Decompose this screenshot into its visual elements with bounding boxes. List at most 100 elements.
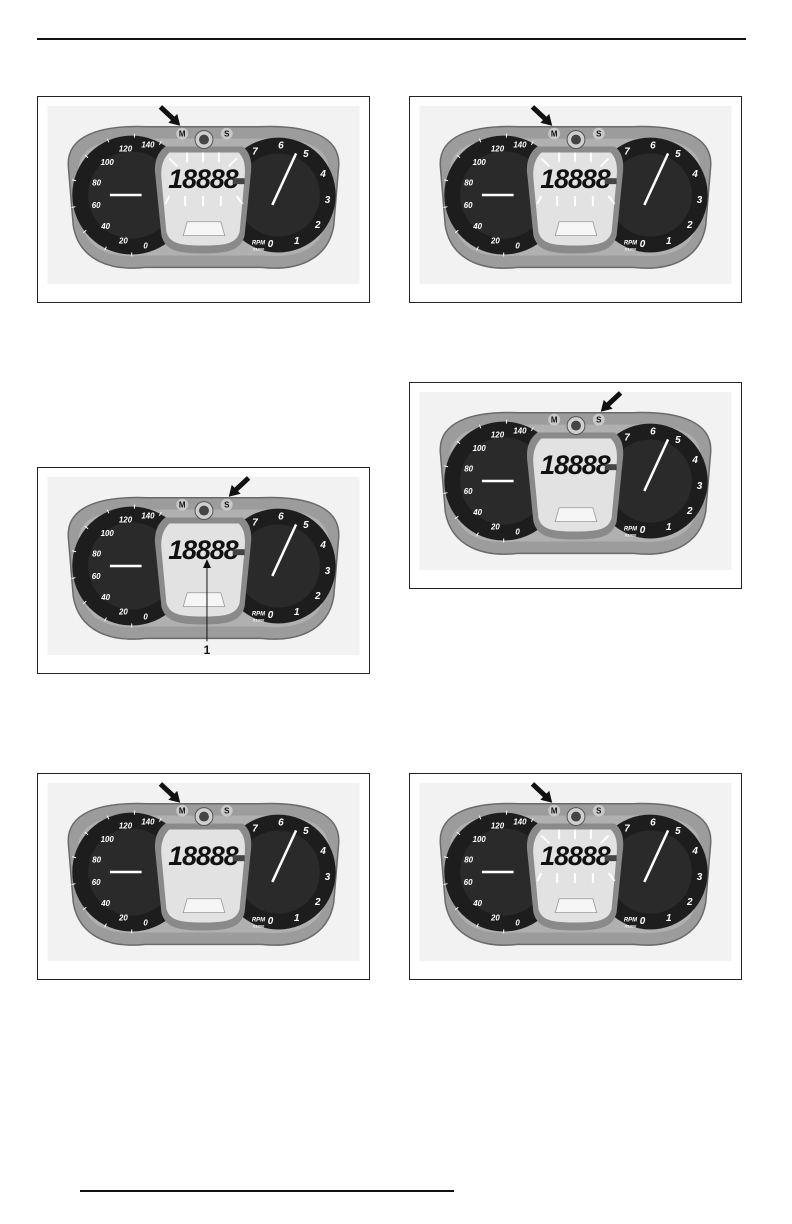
rpm-needle [643, 438, 670, 492]
mode-button [176, 804, 189, 817]
speed-tick-label: 140 [513, 818, 527, 827]
set-button [592, 127, 605, 140]
rpm-sublabel: X1000 [624, 533, 637, 538]
speed-tick-label: 80 [464, 855, 473, 864]
rpm-tick-label: 3 [325, 566, 331, 577]
speed-tick-label: 20 [490, 913, 500, 922]
mode-button [548, 127, 561, 140]
speed-tick-label: 100 [473, 158, 487, 167]
speed-tick-mark [158, 140, 162, 145]
rpm-tick-label: 7 [252, 823, 258, 834]
rpm-tick-label: 4 [691, 846, 698, 857]
rpm-tick-label: 0 [640, 916, 646, 927]
set-button-label: S [224, 130, 229, 139]
rpm-tick-label: 6 [278, 141, 284, 152]
mode-button-label: M [551, 807, 558, 816]
speed-tick-mark [104, 246, 107, 251]
figure-gauge-set-button-callout: 0204060801001201401601802000123456789RPM… [37, 467, 370, 674]
speed-tick-label: 0 [515, 241, 520, 250]
rpm-tick-label: 6 [650, 141, 656, 152]
speed-tick-label: 0 [143, 241, 148, 250]
callout-arrowhead [203, 559, 211, 569]
rpm-label: RPM [624, 241, 638, 247]
lcd-segment-line [164, 195, 171, 205]
rpm-sublabel: X1000 [252, 247, 265, 252]
rpm-label: RPM [624, 527, 638, 533]
center-logo-core [571, 420, 581, 431]
speed-tick-mark [82, 229, 87, 234]
lcd-screen [161, 829, 245, 923]
speed-tick-mark [444, 856, 449, 859]
set-button-label: S [596, 416, 601, 425]
lcd-unit-blocks [604, 178, 617, 185]
lcd-lower-tab [554, 221, 598, 237]
tachometer-face [608, 830, 692, 914]
rpm-tick-label: 5 [303, 149, 309, 160]
rpm-sublabel: X1000 [624, 247, 637, 252]
rpm-tick-label: 2 [686, 220, 693, 231]
speed-tick-mark [478, 815, 482, 820]
tachometer-face [236, 153, 320, 237]
rpm-tick-label: 4 [319, 169, 326, 180]
speed-tick-mark [72, 856, 77, 859]
mode-button-label: M [179, 130, 186, 139]
tachometer-face [236, 830, 320, 914]
speed-tick-label: 40 [100, 899, 110, 908]
speed-tick-mark [106, 815, 110, 820]
rpm-sublabel: X1000 [252, 924, 265, 929]
lcd-lower-tab [182, 592, 226, 608]
speed-tick-mark [530, 140, 534, 145]
rpm-tick-label: 7 [624, 823, 630, 834]
rpm-needle [271, 523, 298, 577]
lcd-segment-line [600, 157, 610, 168]
speed-tick-mark [106, 509, 110, 514]
speed-tick-mark [158, 511, 162, 516]
rpm-tick-label: 2 [686, 897, 693, 908]
set-button [592, 804, 605, 817]
speed-tick-mark [456, 154, 461, 159]
set-button [592, 413, 605, 426]
speed-tick-label: 60 [92, 572, 101, 581]
figure-gauge-set-button: 0204060801001201401601802000123456789RPM… [409, 382, 742, 589]
mode-button-label: M [179, 807, 186, 816]
speed-tick-mark [106, 138, 110, 143]
speed-tick-mark [84, 525, 89, 530]
rpm-tick-label: 3 [325, 195, 331, 206]
lcd-segment-line [600, 834, 610, 845]
speed-tick-mark [530, 817, 534, 822]
lcd-screen [161, 523, 245, 617]
lcd-lower-tab [554, 898, 598, 914]
speed-tick-mark [104, 923, 107, 928]
rpm-needle [643, 152, 670, 206]
speed-tick-label: 120 [119, 822, 133, 831]
figure-gauge-mode-button: 0204060801001201401601802000123456789RPM… [409, 96, 742, 303]
speed-tick-mark [454, 515, 459, 520]
rpm-tick-label: 5 [303, 826, 309, 837]
rpm-label: RPM [252, 918, 266, 924]
indicator-arrow-head [600, 399, 613, 412]
top-rule [37, 38, 746, 40]
speed-tick-mark [71, 883, 76, 885]
lcd-segment-line [168, 157, 178, 168]
rpm-tick-label: 1 [666, 913, 672, 924]
rpm-tick-label: 6 [278, 512, 284, 523]
figure-gauge-mode-button: 0204060801001201401601802000123456789RPM… [37, 96, 370, 303]
speed-tick-label: 120 [119, 145, 133, 154]
speed-tick-mark [444, 465, 449, 468]
rpm-needle [271, 152, 298, 206]
speed-tick-mark [476, 246, 479, 251]
speed-tick-label: 0 [515, 527, 520, 536]
gauge-illustration: 0204060801001201401601802000123456789RPM… [47, 782, 360, 962]
rpm-tick-label: 7 [624, 146, 630, 157]
speed-tick-mark [71, 577, 76, 579]
figure-gauge-mode-button: 0204060801001201401601802000123456789RPM… [409, 773, 742, 980]
rpm-tick-label: 2 [314, 591, 321, 602]
rpm-tick-label: 2 [686, 506, 693, 517]
center-logo-core [199, 811, 209, 822]
set-button-label: S [596, 807, 601, 816]
bottom-rule [80, 1190, 454, 1192]
lcd-digits: 18888 [540, 164, 610, 194]
speed-tick-mark [443, 492, 448, 494]
lcd-digits: 18888 [168, 841, 238, 871]
rpm-tick-label: 0 [268, 239, 274, 250]
